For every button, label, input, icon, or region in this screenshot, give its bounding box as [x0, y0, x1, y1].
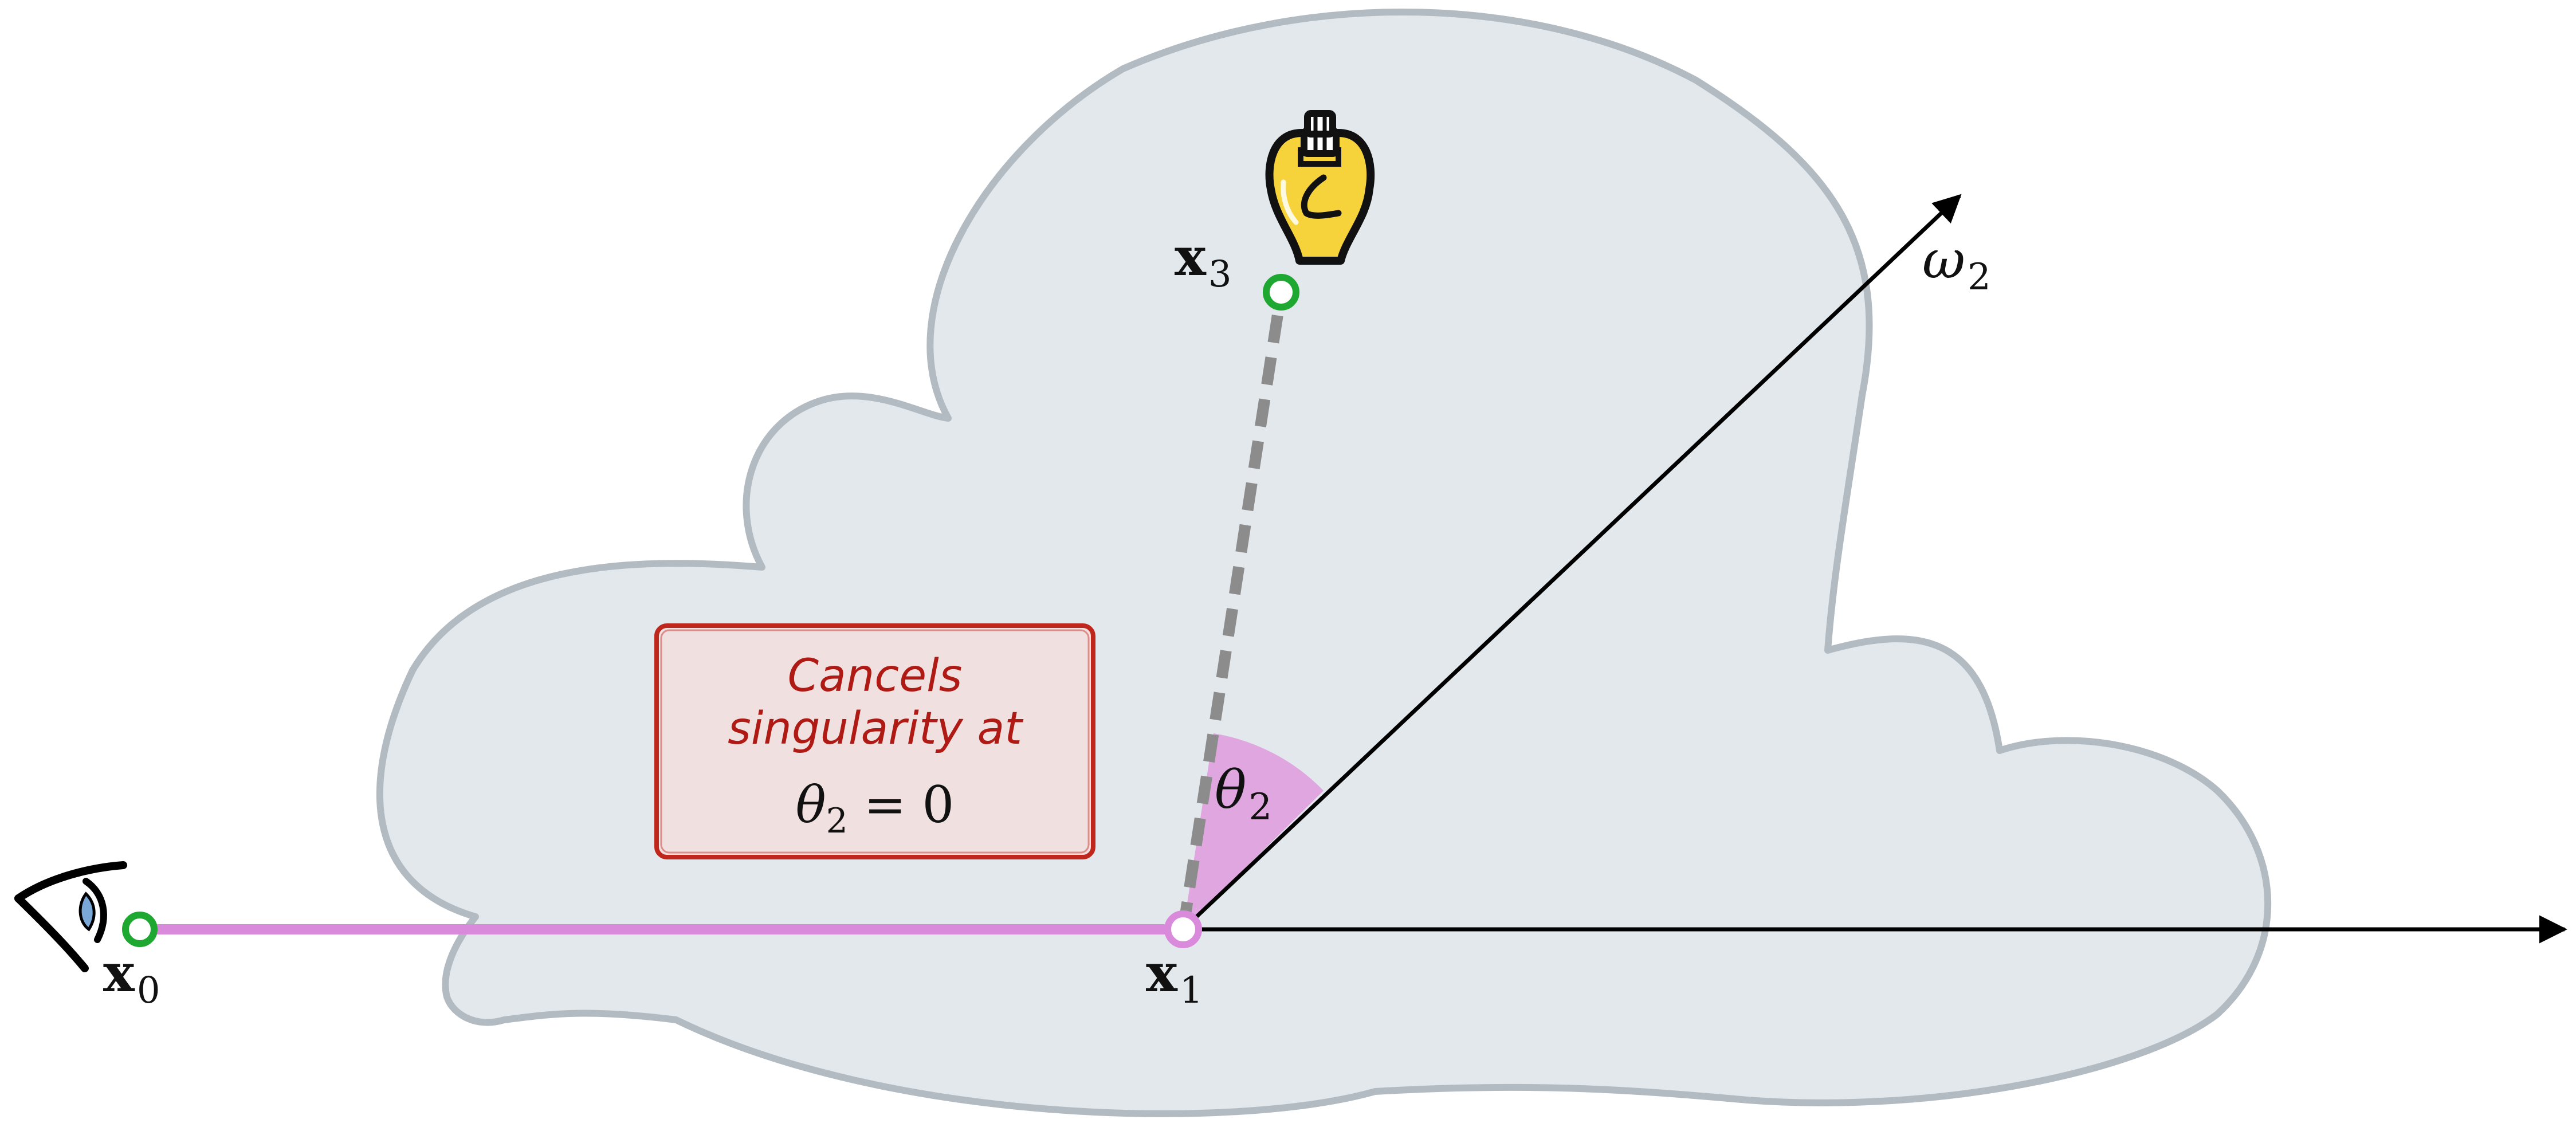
annotation-line-1: Cancels: [788, 650, 963, 702]
label-omega2: ω2: [1922, 229, 1991, 299]
annotation-equation: θ2 = 0: [796, 775, 955, 841]
annotation-line-2: singularity at: [728, 703, 1023, 755]
annotation-note: Cancels singularity at θ2 = 0: [657, 626, 1093, 857]
label-x0: x0: [103, 942, 160, 1012]
vertex-x0: [125, 915, 154, 944]
vertex-x3: [1266, 277, 1296, 307]
vertex-x1: [1168, 914, 1199, 945]
